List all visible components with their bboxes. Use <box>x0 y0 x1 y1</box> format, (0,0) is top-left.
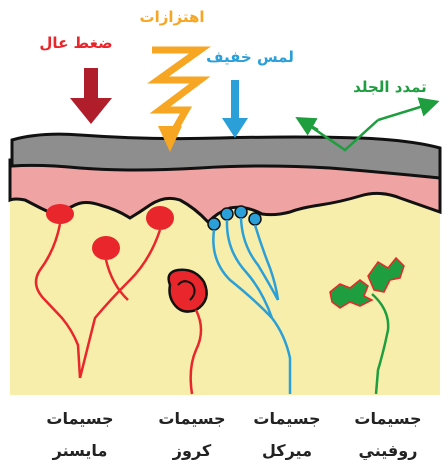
light-touch-arrow <box>222 80 248 138</box>
merkel-label-line1: جسيمات <box>253 409 320 428</box>
subcutis-layer <box>10 190 440 395</box>
high-pressure-arrow <box>70 68 112 124</box>
meissner-label-line2: مايسنر <box>52 441 108 460</box>
meissner-label-line1: جسيمات <box>46 409 113 428</box>
skin-stretch-label: تمدد الجلد <box>353 78 427 96</box>
ruffini-label-line2: روفيني <box>359 441 418 461</box>
vibrations-arrow <box>152 50 200 152</box>
merkel-label-line2: ميركل <box>262 441 312 460</box>
ruffini-label-line1: جسيمات <box>354 409 421 428</box>
high-pressure-label: ضغط عال <box>39 34 112 52</box>
light-touch-label: لمس خفيف <box>206 48 294 66</box>
vibrations-label: اهتزازات <box>140 8 205 26</box>
krause-label-line2: كروز <box>172 441 212 460</box>
krause-label-line1: جسيمات <box>158 409 225 428</box>
